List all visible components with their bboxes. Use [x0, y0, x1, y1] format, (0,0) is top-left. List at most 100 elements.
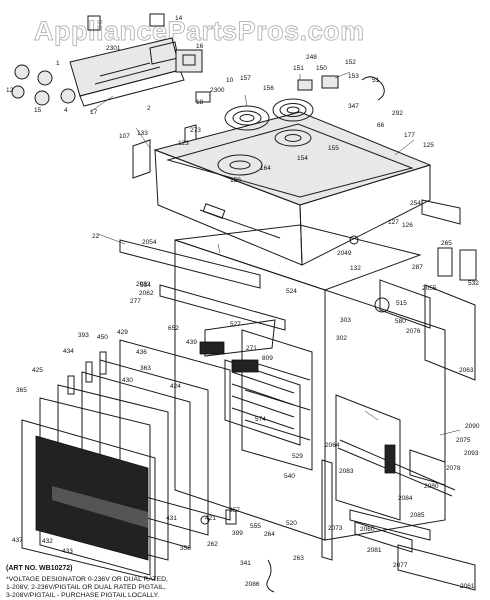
label-156: 156 — [263, 85, 274, 92]
label-524: 524 — [286, 288, 297, 295]
label-357: 357 — [229, 507, 240, 514]
label-126: 126 — [402, 222, 413, 229]
label-133: 133 — [137, 130, 148, 137]
label-107: 107 — [119, 133, 130, 140]
footnote-line-3: 3-208V/PIGTAIL - PURCHASE PIGTAIL LOCALL… — [6, 592, 159, 599]
label-277: 277 — [130, 298, 141, 305]
label-2085: 2085 — [410, 512, 425, 519]
leader-lines — [89, 71, 461, 436]
label-424: 424 — [170, 383, 181, 390]
label-2076: 2076 — [406, 328, 421, 335]
storage-drawer-side — [379, 247, 476, 381]
label-248: 248 — [306, 54, 317, 61]
label-363: 363 — [140, 365, 151, 372]
label-2081: 2081 — [367, 547, 382, 554]
label-2084: 2084 — [398, 495, 413, 502]
label-152: 152 — [345, 59, 356, 66]
label-16: 16 — [196, 43, 204, 50]
oven-racks — [224, 359, 301, 446]
art-number: (ART NO. WB10272) — [6, 565, 73, 572]
label-154: 154 — [297, 155, 308, 162]
label-158: 158 — [230, 177, 241, 184]
label-2: 2 — [147, 105, 151, 112]
control-panel — [69, 37, 185, 107]
surface-units — [217, 98, 314, 176]
label-347: 347 — [348, 103, 359, 110]
label-17: 17 — [90, 109, 98, 116]
label-529: 529 — [292, 453, 303, 460]
label-2075: 2075 — [456, 437, 471, 444]
label-14: 14 — [175, 15, 183, 22]
label-2083: 2083 — [339, 468, 354, 475]
label-302: 302 — [336, 335, 347, 342]
label-431: 431 — [166, 515, 177, 522]
thermostat-parts — [349, 199, 477, 313]
label-439: 439 — [186, 339, 197, 346]
label-157: 157 — [240, 75, 251, 82]
label-4: 4 — [64, 107, 68, 114]
label-263: 263 — [293, 555, 304, 562]
watermark-text: AppliancePartsPros.com — [34, 16, 365, 46]
label-450: 450 — [97, 334, 108, 341]
label-432: 432 — [42, 538, 53, 545]
label-151: 151 — [293, 65, 304, 72]
label-292: 292 — [392, 110, 403, 117]
label-436: 436 — [136, 349, 147, 356]
label-393: 393 — [78, 332, 89, 339]
label-150: 150 — [316, 65, 327, 72]
label-421: 421 — [205, 515, 216, 522]
broil-element — [199, 319, 276, 373]
label-18: 18 — [196, 99, 204, 106]
label-264: 264 — [264, 531, 275, 538]
label-532: 532 — [468, 280, 479, 287]
label-580: 580 — [395, 318, 406, 325]
label-66: 66 — [377, 122, 385, 129]
label-2301: 2301 — [106, 45, 121, 52]
label-2077: 2077 — [393, 562, 408, 569]
label-2062: 2062 — [139, 290, 154, 297]
label-262: 262 — [207, 541, 218, 548]
label-540: 540 — [284, 473, 295, 480]
label-574: 574 — [255, 416, 266, 423]
label-434: 434 — [63, 348, 74, 355]
label-2061: 2061 — [460, 583, 475, 590]
label-534: 534 — [140, 282, 151, 289]
label-254: 254 — [410, 200, 421, 207]
label-153: 153 — [348, 73, 359, 80]
label-1: 1 — [56, 60, 60, 67]
door-handles — [67, 351, 107, 395]
label-10: 10 — [226, 77, 234, 84]
label-527: 527 — [230, 321, 241, 328]
label-303: 303 — [340, 317, 351, 324]
label-515: 515 — [396, 300, 407, 307]
label-437: 437 — [12, 537, 23, 544]
label-2082: 2082 — [136, 281, 151, 288]
label-2073: 2073 — [328, 525, 343, 532]
footnote-line-1: *VOLTAGE DESIGNATOR 0-236V OR DUAL RATED… — [6, 576, 168, 583]
terminal-blocks — [297, 75, 385, 101]
label-2049: 2049 — [337, 250, 352, 257]
label-430: 430 — [122, 377, 133, 384]
lower-hinges — [200, 509, 275, 593]
label-809: 809 — [262, 355, 273, 362]
label-265: 265 — [441, 240, 452, 247]
label-433: 433 — [62, 548, 73, 555]
label-358: 358 — [180, 545, 191, 552]
label-2063: 2063 — [459, 367, 474, 374]
footnote-line-2: 1-208V, 2-236V/PIGTAIL OR DUAL RATED PIG… — [6, 584, 166, 591]
label-365: 365 — [16, 387, 27, 394]
label-2093: 2093 — [464, 450, 479, 457]
label-429: 429 — [117, 329, 128, 336]
label-2090: 2090 — [465, 423, 480, 430]
label-125: 125 — [423, 142, 434, 149]
label-273: 273 — [190, 127, 201, 134]
oven-body — [174, 224, 446, 541]
label-2060: 2060 — [360, 526, 375, 533]
label-271: 271 — [246, 345, 257, 352]
label-520: 520 — [286, 520, 297, 527]
label-132: 132 — [350, 265, 361, 272]
label-652: 652 — [168, 325, 179, 332]
front-frame-strip — [119, 239, 286, 331]
label-123: 123 — [178, 140, 189, 147]
